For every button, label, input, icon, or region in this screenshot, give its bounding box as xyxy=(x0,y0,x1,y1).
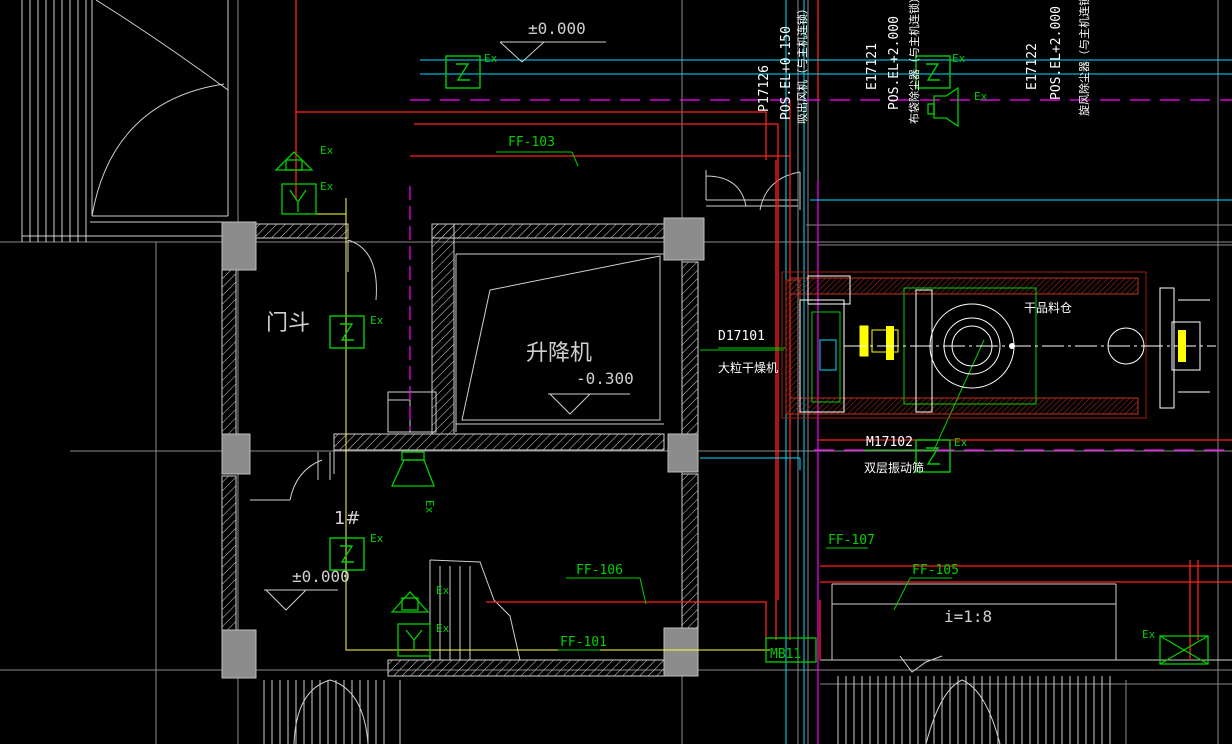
magenta-lines xyxy=(409,99,1232,744)
ff107-label: FF-107 xyxy=(828,533,875,548)
slope-label: i=1:8 xyxy=(944,607,992,626)
ff101-label: FF-101 xyxy=(560,635,607,650)
ex-symbols xyxy=(274,55,1209,665)
elevation-top-label: ±0.000 xyxy=(528,19,586,38)
ex-mark: Ex xyxy=(952,52,966,65)
doors xyxy=(250,170,801,501)
ff106-label: FF-106 xyxy=(576,563,623,578)
text-labels: ±0.000 -0.300 ±0.000 门斗 升降机 1# FF-103 FF… xyxy=(266,0,1156,662)
ex-mark: Ex xyxy=(954,436,968,449)
speaker-symbols xyxy=(390,86,959,487)
green-lines xyxy=(496,151,985,651)
ff103-label: FF-103 xyxy=(508,135,555,150)
silo-label: 干品料仓 xyxy=(1024,301,1072,315)
ex-mark: Ex xyxy=(436,622,450,635)
room-vestibule-label: 门斗 xyxy=(266,311,310,336)
e17121-desc: 布袋除尘器（与主机连锁） xyxy=(907,0,921,124)
ex-mark: Ex xyxy=(370,314,384,327)
m17102-tag: M17102 xyxy=(866,435,913,450)
ff105-label: FF-105 xyxy=(912,563,959,578)
p17126-tag: P17126 xyxy=(757,65,772,112)
ex-mark: Ex xyxy=(320,144,334,157)
room-lift-label: 升降机 xyxy=(526,341,592,366)
walls xyxy=(221,223,699,677)
elevation-markers xyxy=(264,41,630,611)
red-pipes xyxy=(295,0,1232,660)
d17101-tag: D17101 xyxy=(718,329,765,344)
ex-mark: Ex xyxy=(370,532,384,545)
top-left-stair xyxy=(21,0,228,242)
mb11-label: MB11 xyxy=(770,647,801,662)
dryer-equipment xyxy=(781,271,1216,419)
p17126-desc: 吸出风机（与主机连锁） xyxy=(795,3,809,124)
ex-mark: Ex xyxy=(423,500,436,514)
bottom-stairs xyxy=(263,391,1232,744)
e17121-pos: POS.EL+2.000 xyxy=(887,16,902,110)
elevation-lift-label: -0.300 xyxy=(576,369,634,388)
ex-mark: Ex xyxy=(436,584,450,597)
m17102-name: 双层振动筛 xyxy=(864,460,924,475)
ex-mark: Ex xyxy=(320,180,334,193)
e17122-tag: E17122 xyxy=(1025,43,1040,90)
ex-mark: Ex xyxy=(1142,628,1156,641)
ex-mark: Ex xyxy=(484,52,498,65)
d17101-name: 大粒干燥机 xyxy=(718,360,778,375)
columns xyxy=(221,217,705,679)
e17122-pos: POS.EL+2.000 xyxy=(1049,6,1064,100)
ex-mark: Ex xyxy=(974,90,988,103)
top-left-arc-door xyxy=(90,0,229,223)
e17122-desc: 旋风除尘器（与主机连锁） xyxy=(1077,0,1091,116)
e17121-tag: E17121 xyxy=(865,43,880,90)
p17126-pos: POS.EL+0.150 xyxy=(779,26,794,120)
elevation-left-label: ±0.000 xyxy=(292,567,350,586)
room-stair-label: 1# xyxy=(334,508,361,529)
lift-outline xyxy=(461,255,661,421)
